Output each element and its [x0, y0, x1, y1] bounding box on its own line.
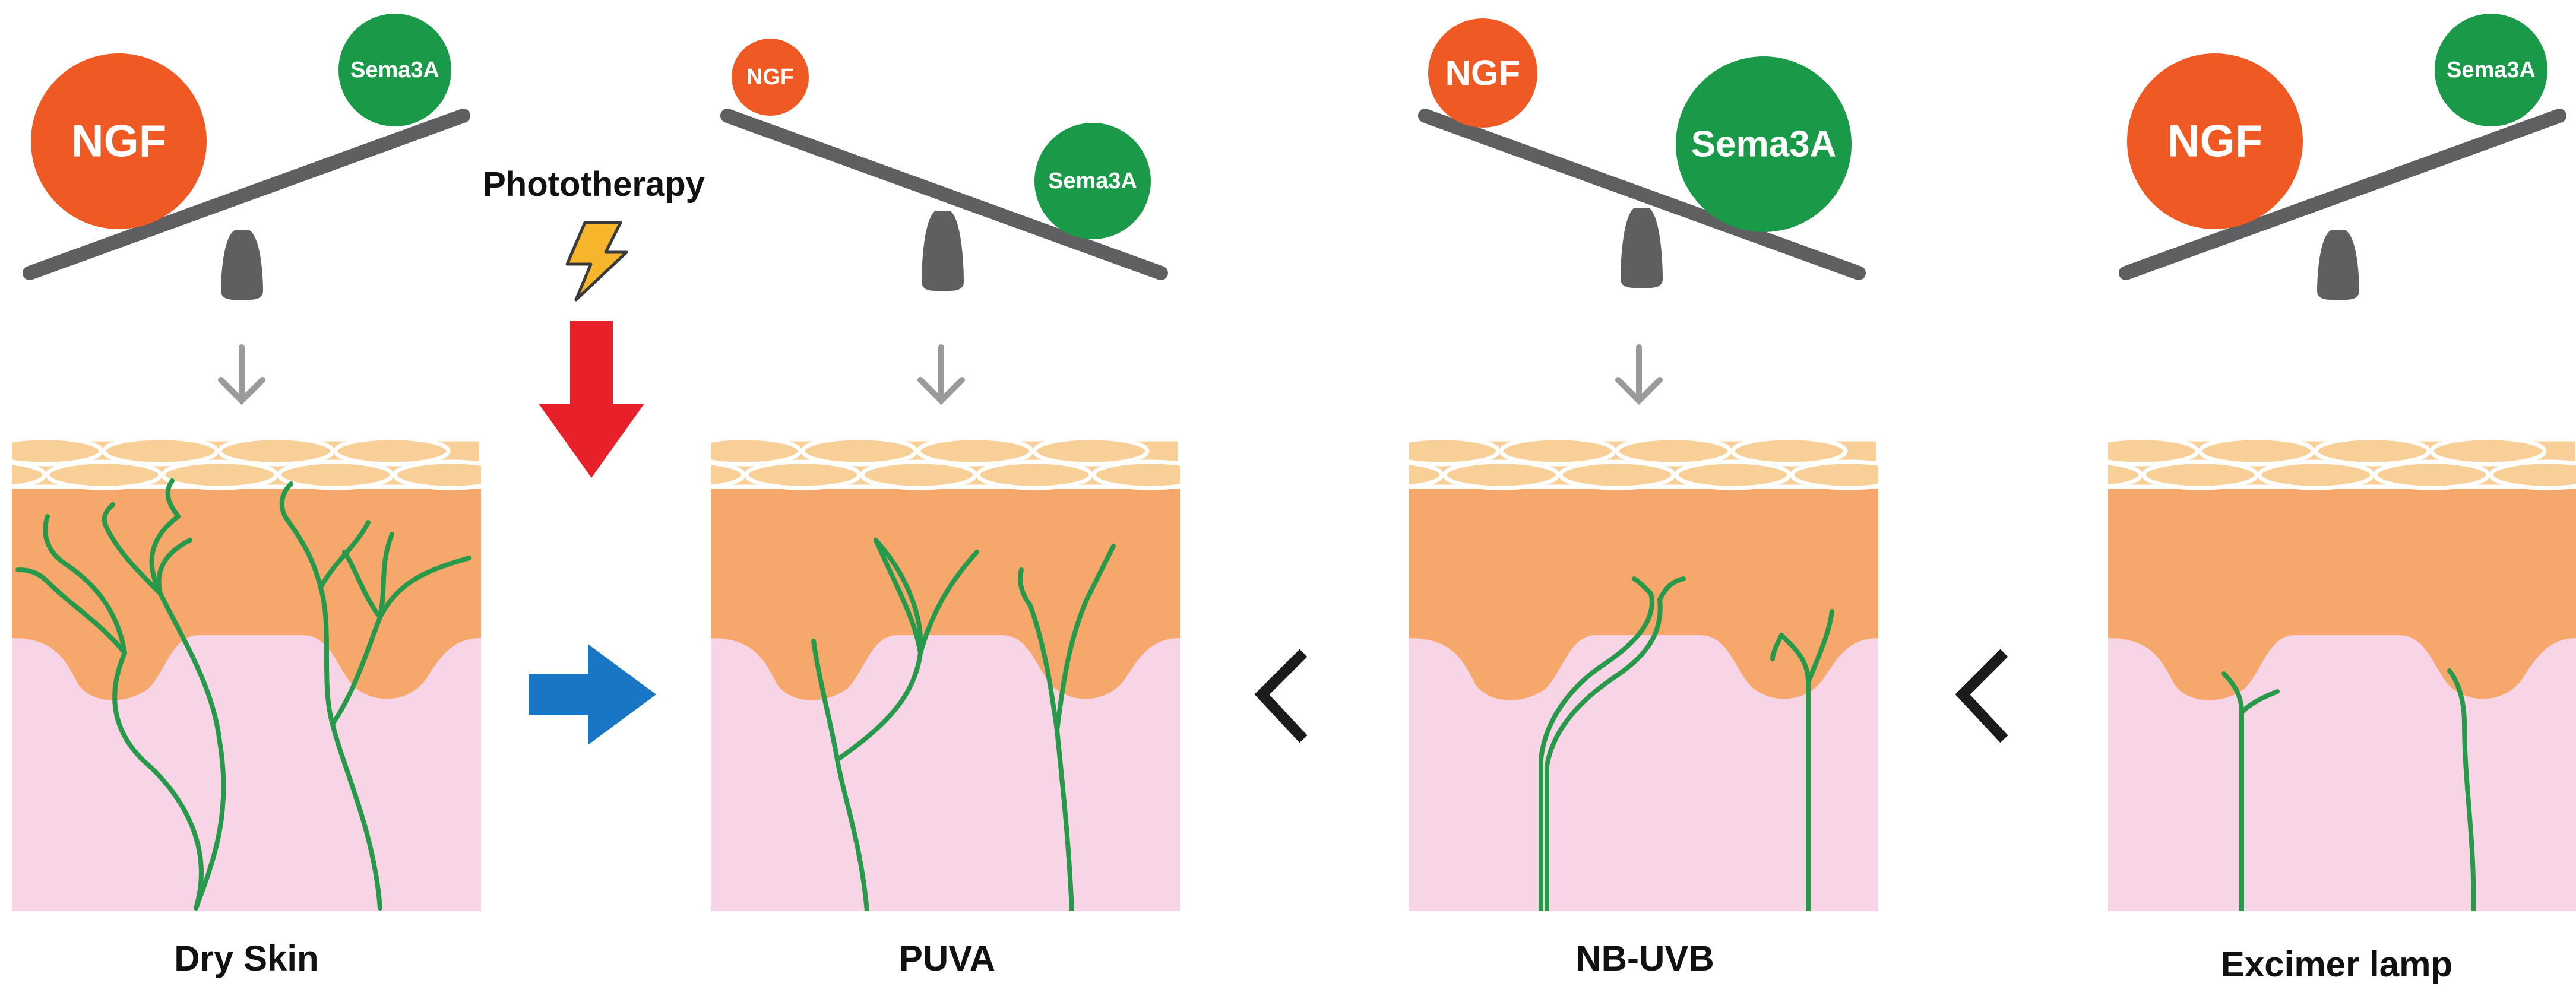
arrow-down-icon: [539, 321, 644, 478]
seesaw-beam: [720, 109, 1168, 280]
balance-puva: NGF Sema3A: [720, 39, 1168, 291]
panel-puva: NGF Sema3A P: [711, 39, 1180, 978]
caption-dry-skin: Dry Skin: [174, 938, 318, 978]
ngf-label: NGF: [1445, 53, 1521, 93]
sema3a-label: Sema3A: [1691, 124, 1837, 165]
ngf-ball: [31, 53, 207, 229]
balance-nb-uvb: NGF Sema3A: [1418, 18, 1866, 288]
seesaw-fulcrum: [2317, 230, 2359, 300]
stratum-corneum: [1409, 439, 1878, 490]
sema3a-label: Sema3A: [1048, 169, 1137, 194]
ngf-label: NGF: [746, 65, 794, 90]
seesaw-fulcrum: [1621, 208, 1663, 288]
skin-section-nb-uvb: [1409, 439, 1878, 911]
down-arrow-icon: [1615, 344, 1663, 405]
caption-nb-uvb: NB-UVB: [1575, 938, 1714, 978]
lightning-bolt-icon: [565, 221, 628, 302]
nerve-fibers: [15, 478, 471, 911]
panel-excimer: NGF Sema3A Excimer lamp: [2108, 14, 2576, 984]
caption-excimer: Excimer lamp: [2221, 944, 2452, 984]
epidermis-layer: [2108, 487, 2576, 700]
epidermis-layer: [12, 487, 481, 700]
balance-excimer: NGF Sema3A: [2119, 14, 2566, 300]
sema3a-label: Sema3A: [2447, 58, 2536, 83]
ngf-label: NGF: [2167, 116, 2262, 167]
caption-puva: PUVA: [899, 938, 995, 978]
sema3a-ball: [338, 14, 451, 126]
stratum-corneum: [2108, 439, 2576, 490]
ngf-label: NGF: [71, 116, 166, 167]
seesaw-beam: [2119, 109, 2566, 280]
sema3a-ball: [1034, 123, 1151, 239]
seesaw-beam: [23, 109, 470, 280]
sema3a-ball: [2435, 14, 2547, 126]
phototherapy-transition: Phototherapy: [483, 165, 705, 745]
nerve-fibers: [811, 538, 1116, 911]
skin-section-dry-skin: [12, 439, 481, 911]
ngf-ball: [2127, 53, 2303, 229]
nerve-fibers: [1539, 576, 1834, 911]
arrow-right-icon: [529, 644, 656, 745]
nerve-fibers: [2221, 668, 2476, 911]
stratum-corneum: [12, 439, 481, 490]
balance-dry-skin: NGF Sema3A: [23, 14, 470, 300]
sema3a-ball: [1676, 56, 1852, 232]
stratum-corneum: [711, 439, 1180, 490]
ngf-ball: [1428, 18, 1537, 128]
phototherapy-label: Phototherapy: [483, 165, 705, 204]
skin-section-excimer: [2108, 439, 2576, 911]
panel-dry-skin: NGF Sema3A: [12, 14, 481, 978]
seesaw-fulcrum: [922, 211, 964, 291]
down-arrow-icon: [917, 344, 965, 405]
sema3a-label: Sema3A: [350, 58, 439, 83]
skin-section-puva: [711, 439, 1180, 911]
down-arrow-icon: [218, 344, 265, 405]
ngf-ball: [732, 39, 809, 116]
seesaw-fulcrum: [221, 230, 263, 300]
seesaw-beam: [1418, 109, 1866, 280]
less-than-icon: [1254, 649, 1308, 743]
panel-nb-uvb: NGF Sema3A N: [1409, 18, 1878, 978]
epidermis-layer: [1409, 487, 1878, 700]
less-than-icon: [1955, 649, 2008, 743]
